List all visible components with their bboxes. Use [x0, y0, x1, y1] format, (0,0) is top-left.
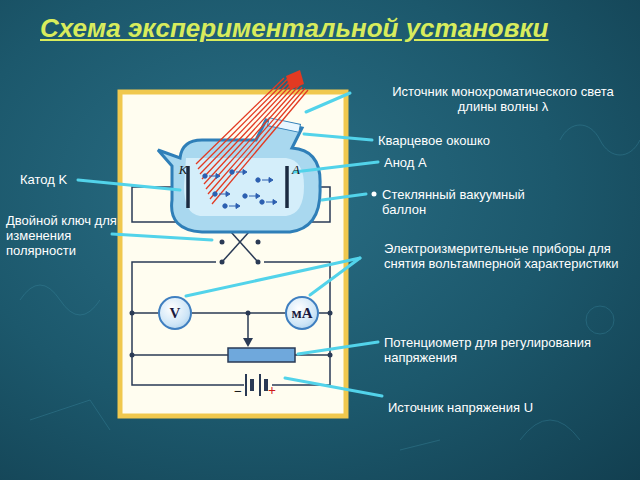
quartz-window-label: Кварцевое окошко — [378, 133, 578, 148]
meter-letter: мА — [291, 305, 312, 322]
minus-sign: − — [232, 385, 244, 399]
milliammeter-symbol: мА — [285, 296, 319, 330]
anode-letter: A — [289, 163, 303, 177]
light-source-label: Источник монохроматического света длины … — [378, 84, 628, 114]
voltage-source-label: Источник напряжения U — [388, 400, 608, 415]
plus-sign: + — [266, 384, 278, 398]
meter-letter: V — [170, 305, 181, 322]
voltmeter-symbol: V — [158, 296, 192, 330]
bulb-label: Стеклянный вакуумный баллон — [382, 187, 562, 217]
slide-title: Схема экспериментальной установки — [40, 12, 560, 44]
wire-connector — [192, 313, 285, 314]
potentiometer-label: Потенциометр для регулирования напряжени… — [384, 335, 624, 365]
meters-label: Электроизмерительные приборы для снятия … — [384, 241, 624, 271]
title-text: Схема экспериментальной установки — [40, 13, 549, 43]
anode-label: Анод А — [384, 155, 584, 170]
cathode-label: Катод K — [20, 172, 80, 187]
cathode-letter: K — [176, 163, 190, 177]
switch-label: Двойной ключ для изменения полярности — [6, 213, 124, 258]
